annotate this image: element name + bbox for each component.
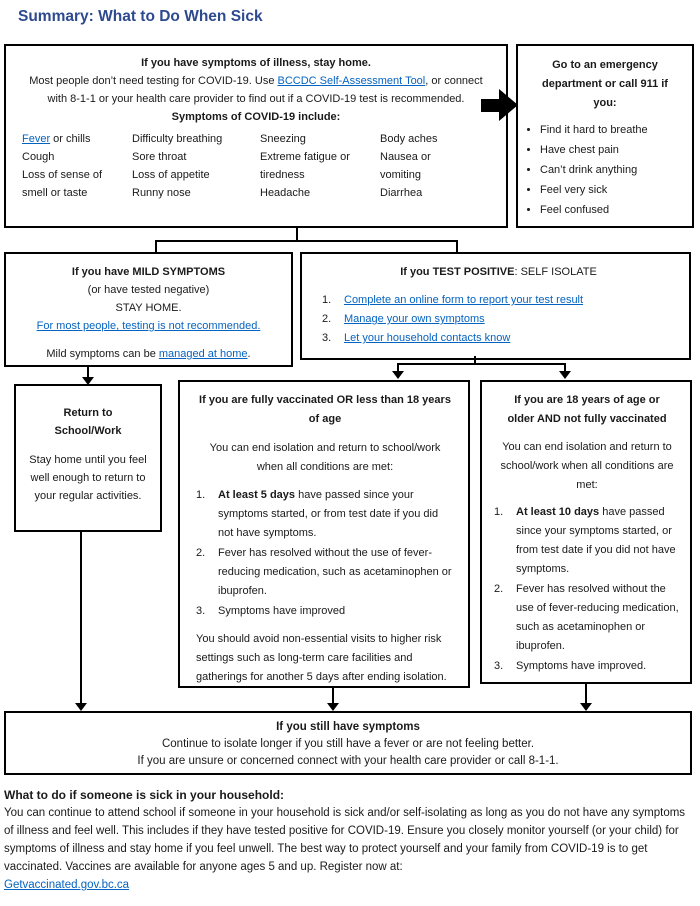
still-symptoms-box: If you still have symptoms Continue to i…: [4, 711, 692, 775]
connector-row3-horizontal: [397, 363, 566, 365]
emergency-bullet-list: Find it hard to breathe Have chest pain …: [540, 123, 686, 218]
symptom-column-1: Fever or chills Cough Loss of sense of s…: [22, 130, 132, 202]
unvaccinated-conditions-list: 1.At least 10 days have passed since you…: [494, 503, 680, 676]
household-body: You can continue to attend school if som…: [4, 807, 686, 873]
symptom-item: Extreme fatigue or: [260, 151, 350, 163]
right-arrow-icon: [481, 89, 518, 121]
test-positive-box: If you TEST POSITIVE: SELF ISOLATE 1.Com…: [300, 252, 691, 360]
return-box-heading1: Return to: [63, 407, 113, 419]
positive-step-1: 1.Complete an online form to report your…: [322, 294, 584, 306]
connector-row2-horizontal: [155, 240, 458, 242]
unvaccinated-box: If you are 18 years of age or older AND …: [480, 380, 692, 684]
unvaccinated-box-heading: If you are 18 years of age or older AND …: [507, 394, 667, 425]
household-section: What to do if someone is sick in your ho…: [4, 786, 696, 894]
symptom-item: Sore throat: [132, 151, 187, 163]
vaccinated-condition-1: 1.At least 5 days have passed since your…: [196, 489, 439, 539]
connector-to-unvaccinated-box: [564, 363, 566, 372]
positive-box-heading: If you TEST POSITIVE: SELF ISOLATE: [400, 266, 597, 278]
symptom-column-2: Difficulty breathing Sore throat Loss of…: [132, 130, 260, 202]
return-box-body: Stay home until you feel well enough to …: [29, 454, 147, 502]
unvaccinated-condition-1: 1.At least 10 days have passed since you…: [494, 506, 676, 575]
fever-link[interactable]: Fever: [22, 133, 51, 145]
emergency-bullet: Have chest pain: [540, 143, 686, 158]
unvaccinated-condition-3: 3.Symptoms have improved.: [494, 660, 647, 672]
manage-symptoms-link[interactable]: Manage your own symptoms: [344, 313, 485, 325]
symptom-column-3: Sneezing Extreme fatigue or tiredness He…: [260, 130, 380, 202]
connector-to-mild-box: [155, 240, 157, 252]
symptom-item: Body aches: [380, 133, 438, 145]
symptom-item: Diarrhea: [380, 187, 423, 199]
arrowhead-vaccinated: [392, 371, 404, 379]
return-box-heading2: School/Work: [54, 425, 122, 437]
symptom-item: Headache: [260, 187, 311, 199]
arrowhead-bottom-right: [580, 703, 592, 711]
vaccinated-conditions-list: 1.At least 5 days have passed since your…: [196, 486, 454, 621]
symptoms-columns: Fever or chills Cough Loss of sense of s…: [6, 126, 506, 202]
symptom-item: Loss of sense of: [22, 169, 103, 181]
page-title: Summary: What to Do When Sick: [18, 8, 263, 25]
arrowhead-unvaccinated: [559, 371, 571, 379]
household-contacts-link[interactable]: Let your household contacts know: [344, 332, 511, 344]
return-box: Return to School/Work Stay home until yo…: [14, 384, 162, 532]
vaccinated-box-intro: You can end isolation and return to scho…: [209, 442, 441, 473]
symptom-item: Cough: [22, 151, 55, 163]
symptom-fever-line: Fever or chills: [22, 133, 91, 145]
symptom-item: vomiting: [380, 169, 421, 181]
positive-steps-list: 1.Complete an online form to report your…: [322, 291, 675, 347]
positive-step-3: 3.Let your household contacts know: [322, 332, 511, 344]
symptom-item: Difficulty breathing: [132, 133, 223, 145]
symptom-item: smell or taste: [22, 187, 88, 199]
connector-return-to-bottom: [80, 532, 82, 704]
vaccinated-condition-2: 2.Fever has resolved without the use of …: [196, 547, 452, 597]
connector-vaccinated-to-bottom: [332, 688, 334, 704]
mild-box-heading: If you have MILD SYMPTOMS: [71, 266, 226, 278]
symptom-item: Runny nose: [132, 187, 191, 199]
positive-step-2: 2.Manage your own symptoms: [322, 313, 485, 325]
arrowhead-return: [82, 377, 94, 385]
vaccinated-condition-3: 3.Symptoms have improved: [196, 605, 346, 617]
symptom-item: Loss of appetite: [132, 169, 210, 181]
connector-unvaccinated-to-bottom: [585, 684, 587, 704]
report-test-result-link[interactable]: Complete an online form to report your t…: [344, 294, 584, 306]
connector-topbox-down: [296, 228, 298, 242]
unvaccinated-box-intro: You can end isolation and return to scho…: [500, 441, 674, 491]
bccdc-self-assessment-link[interactable]: BCCDC Self-Assessment Tool: [277, 75, 426, 87]
emergency-bullet: Find it hard to breathe: [540, 123, 686, 138]
still-symptoms-heading: If you still have symptoms: [276, 721, 420, 733]
emergency-box-heading: Go to an emergency department or call 91…: [542, 59, 668, 109]
connector-positive-down: [474, 356, 476, 365]
symptom-item: Nausea or: [380, 151, 431, 163]
connector-to-vaccinated-box: [397, 363, 399, 372]
symptoms-box-heading: If you have symptoms of illness, stay ho…: [141, 57, 371, 69]
symptoms-box: If you have symptoms of illness, stay ho…: [4, 44, 508, 228]
emergency-bullet: Feel confused: [540, 203, 686, 218]
symptom-column-4: Body aches Nausea or vomiting Diarrhea: [380, 130, 506, 202]
mild-box-managed-line: Mild symptoms can be managed at home.: [46, 348, 251, 360]
emergency-bullet: Feel very sick: [540, 183, 686, 198]
vaccinated-box: If you are fully vaccinated OR less than…: [178, 380, 470, 688]
still-symptoms-line3: If you are unsure or concerned connect w…: [137, 755, 559, 767]
mild-symptoms-box: If you have MILD SYMPTOMS (or have teste…: [4, 252, 293, 367]
symptom-item: Sneezing: [260, 133, 306, 145]
symptom-item: tiredness: [260, 169, 305, 181]
unvaccinated-condition-2: 2.Fever has resolved without the use of …: [494, 583, 679, 652]
managed-at-home-link[interactable]: managed at home: [158, 348, 248, 360]
arrowhead-bottom-middle: [327, 703, 339, 711]
symptoms-box-intro: Most people don’t need testing for COVID…: [29, 75, 483, 105]
emergency-bullet: Can’t drink anything: [540, 163, 686, 178]
mild-box-line2: (or have tested negative): [87, 284, 210, 296]
vaccinated-box-footer: You should avoid non-essential visits to…: [196, 633, 447, 683]
mild-box-line3: STAY HOME.: [115, 302, 182, 314]
connector-mild-to-return: [87, 367, 89, 378]
testing-not-recommended-link[interactable]: For most people, testing is not recommen…: [36, 320, 261, 332]
vaccinated-box-heading: If you are fully vaccinated OR less than…: [199, 394, 451, 425]
symptoms-list-heading: Symptoms of COVID-19 include:: [171, 111, 341, 123]
getvaccinated-link[interactable]: Getvaccinated.gov.bc.ca: [4, 879, 130, 891]
household-heading: What to do if someone is sick in your ho…: [4, 788, 285, 802]
emergency-box: Go to an emergency department or call 91…: [516, 44, 694, 228]
arrowhead-bottom-left: [75, 703, 87, 711]
connector-to-positive-box: [456, 240, 458, 252]
still-symptoms-line2: Continue to isolate longer if you still …: [161, 738, 535, 750]
